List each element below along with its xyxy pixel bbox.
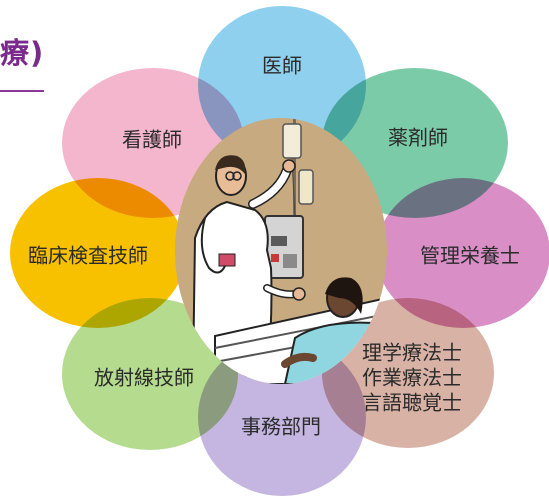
doctor-hair [215, 155, 246, 174]
iv-pole [293, 118, 296, 268]
iv-bag-2 [298, 169, 314, 205]
iv-bag [282, 123, 302, 159]
label-clerical: 事務部門 [241, 414, 321, 439]
label-physical-therapist: 理学療法士 [362, 340, 462, 365]
label-occupational-therapist: 作業療法士 [362, 365, 462, 390]
label-nutritionist: 管理栄養士 [420, 243, 520, 268]
label-radiology: 放射線技師 [94, 365, 194, 390]
label-therapists: 理学療法士 作業療法士 言語聴覚士 [362, 341, 462, 416]
title-underline [0, 90, 44, 92]
center-illustration [175, 118, 387, 384]
label-lab: 臨床検査技師 [28, 243, 148, 268]
label-pharmacist: 薬剤師 [388, 125, 448, 150]
label-nurse: 看護師 [122, 127, 182, 152]
patient-gown [283, 321, 387, 384]
label-speech-therapist: 言語聴覚士 [362, 390, 462, 415]
label-doctor: 医師 [262, 53, 302, 78]
doctor-and-patient-illustration [191, 118, 387, 384]
page-title: 療) [0, 36, 45, 70]
